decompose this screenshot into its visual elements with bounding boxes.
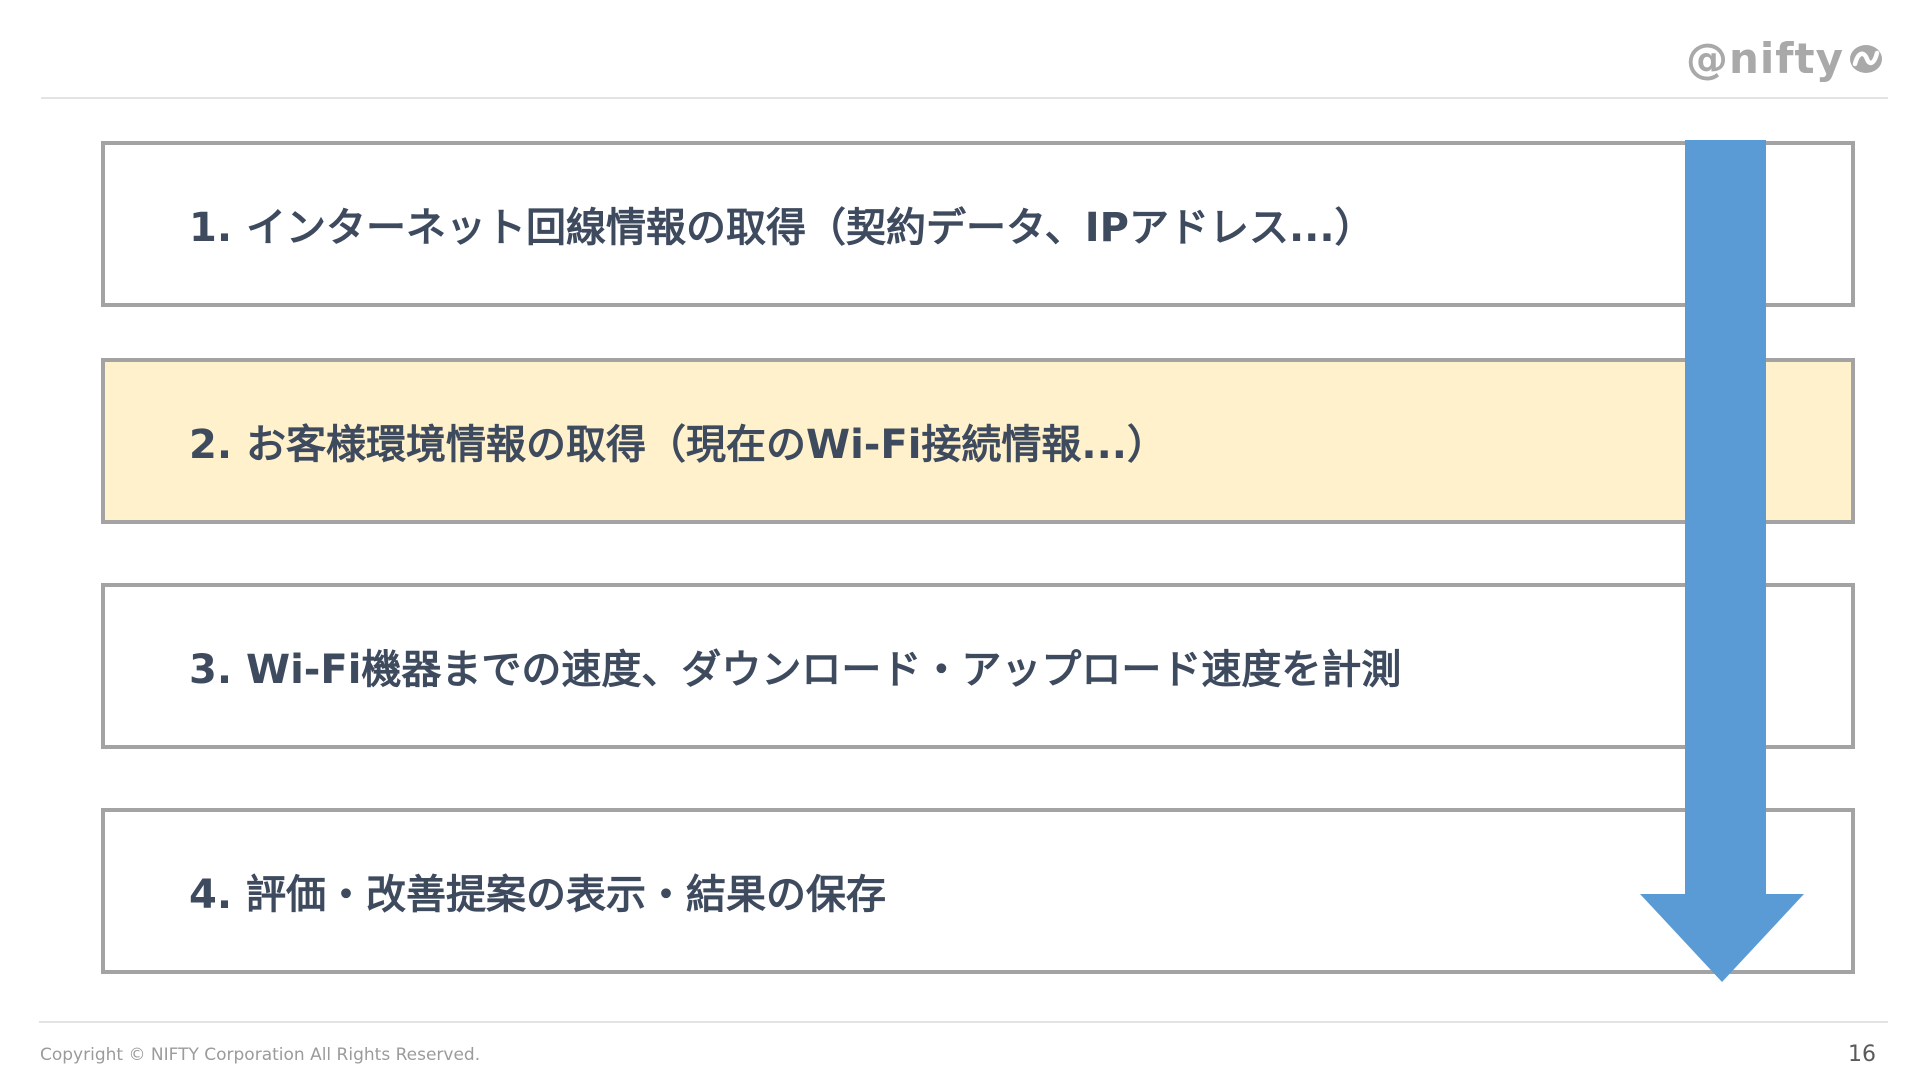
step-3-box: 3. Wi-Fi機器までの速度、ダウンロード・アップロード速度を計測 bbox=[101, 583, 1855, 749]
page-number: 16 bbox=[1848, 1042, 1876, 1067]
down-arrow-icon bbox=[1640, 140, 1804, 982]
copyright-text: Copyright © NIFTY Corporation All Rights… bbox=[40, 1045, 481, 1065]
step-1-box: 1. インターネット回線情報の取得（契約データ、IPアドレス...） bbox=[101, 141, 1855, 307]
step-4-label: 4. 評価・改善提案の表示・結果の保存 bbox=[189, 872, 886, 918]
footer-divider bbox=[39, 1021, 1888, 1023]
step-2-box: 2. お客様環境情報の取得（現在のWi-Fi接続情報...） bbox=[101, 358, 1855, 524]
step-2-label: 2. お客様環境情報の取得（現在のWi-Fi接続情報...） bbox=[189, 422, 1168, 468]
nifty-swirl-icon bbox=[1850, 44, 1882, 73]
logo-text: @nifty bbox=[1685, 34, 1844, 83]
step-4-box: 4. 評価・改善提案の表示・結果の保存 bbox=[101, 808, 1855, 974]
header-divider bbox=[41, 97, 1888, 99]
step-3-label: 3. Wi-Fi機器までの速度、ダウンロード・アップロード速度を計測 bbox=[189, 647, 1402, 693]
step-1-label: 1. インターネット回線情報の取得（契約データ、IPアドレス...） bbox=[189, 205, 1375, 251]
nifty-logo: @nifty bbox=[1686, 34, 1884, 83]
